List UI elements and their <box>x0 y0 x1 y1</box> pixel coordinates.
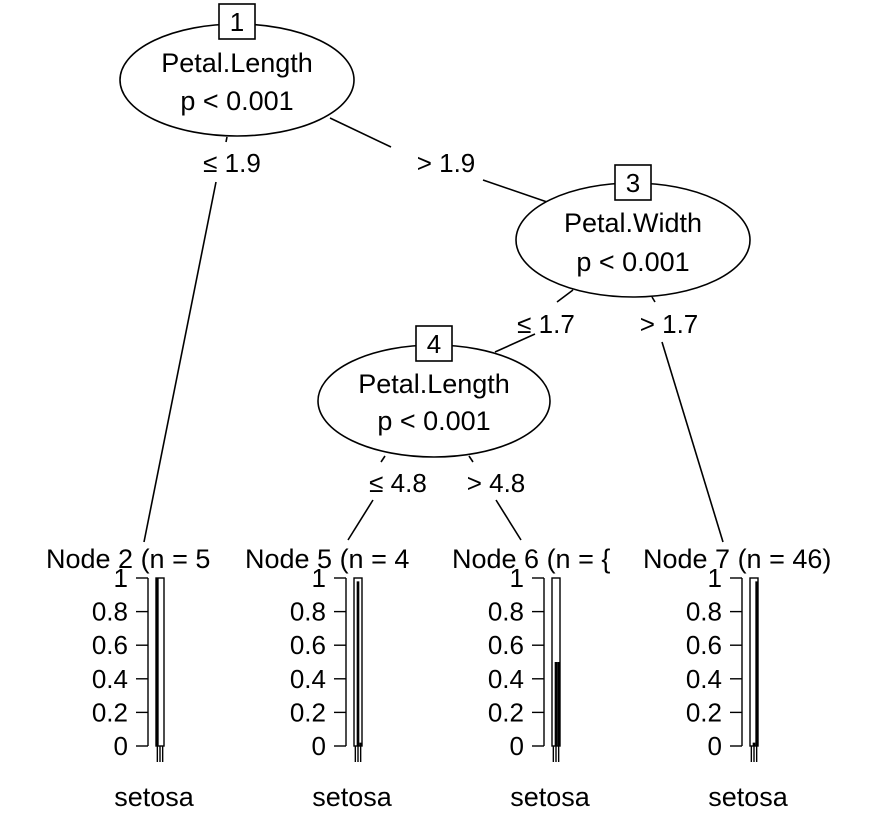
class-label: setosa <box>510 782 591 812</box>
edges <box>143 117 724 543</box>
edge-3-4-lower <box>494 333 536 353</box>
edge-labels: ≤ 1.9 > 1.9 ≤ 1.7 > 1.7 ≤ 4.8 > 4.8 <box>203 148 698 498</box>
terminal-node-title-5: Node 5 (n = 4 <box>245 544 409 574</box>
node-id-box <box>415 325 453 362</box>
y-tick-label: 0 <box>312 731 326 761</box>
edge-4-6-lower <box>495 499 522 541</box>
class-label: setosa <box>114 782 195 812</box>
class-bar <box>554 662 558 746</box>
class-bar <box>156 578 159 746</box>
edge-4-5-upper <box>380 455 386 463</box>
y-tick-label: 0.2 <box>686 697 722 727</box>
edge-label-3-7: > 1.7 <box>640 309 699 339</box>
y-tick-label: 0.6 <box>488 630 524 660</box>
terminal-panels: 00.20.40.60.81setosa00.20.40.60.81setosa… <box>92 563 789 812</box>
terminal-node-title-2: Node 2 (n = 5 <box>46 544 210 574</box>
node-ellipse <box>119 23 355 137</box>
terminal-node-title-7: Node 7 (n = 46) <box>643 544 831 574</box>
edge-3-7-lower <box>661 341 724 543</box>
class-label: setosa <box>708 782 789 812</box>
class-bar <box>356 581 360 746</box>
class-bar <box>755 581 758 746</box>
y-tick-label: 1 <box>510 563 524 593</box>
node-id-label: 4 <box>427 329 441 359</box>
node-variable-label: Petal.Length <box>358 369 510 399</box>
class-bar <box>557 662 560 746</box>
terminal-panel-2: 0 0.20.4 0.60.8 1 setosa <box>92 563 195 812</box>
node-id-box <box>218 3 256 40</box>
edge-1-3-upper <box>329 117 392 148</box>
inner-node-3: 3 Petal.Width p < 0.001 <box>515 164 751 298</box>
y-tick-label: 0.4 <box>92 664 128 694</box>
terminal-titles: Node 2 (n = 5 Node 5 (n = 4 Node 6 (n = … <box>46 544 831 574</box>
y-tick-label: 0.4 <box>488 664 524 694</box>
edge-3-7-upper <box>651 296 656 303</box>
y-tick-label: 0.6 <box>686 630 722 660</box>
class-bar <box>752 742 756 746</box>
class-label: setosa <box>312 782 393 812</box>
terminal-node-title-6: Node 6 (n = { <box>452 544 610 574</box>
edge-1-3-lower <box>482 179 551 204</box>
y-tick-label: 0.8 <box>686 597 722 627</box>
node-pvalue-label: p < 0.001 <box>377 406 490 436</box>
terminal-panel-6: 0 0.20.4 0.60.8 1 setosa <box>488 563 591 812</box>
y-tick-label: 0.2 <box>92 697 128 727</box>
edge-1-2-lower <box>143 181 217 543</box>
y-tick-label: 0.8 <box>92 597 128 627</box>
y-tick-label: 0.4 <box>290 664 326 694</box>
node-variable-label: Petal.Width <box>564 208 702 238</box>
terminal-panel-7: 0 0.20.4 0.60.8 1 setosa <box>686 563 789 812</box>
terminal-panel-5: 0 0.20.4 0.60.8 1 setosa <box>290 563 393 812</box>
y-tick-label: 0.4 <box>686 664 722 694</box>
node-id-box <box>614 164 652 201</box>
edge-label-3-4: ≤ 1.7 <box>517 309 575 339</box>
y-tick-label: 1 <box>114 563 128 593</box>
edge-label-4-5: ≤ 4.8 <box>369 468 427 498</box>
edge-4-6-upper <box>468 455 474 463</box>
edge-label-1-2: ≤ 1.9 <box>203 148 261 178</box>
y-tick-label: 1 <box>312 563 326 593</box>
y-tick-label: 0.6 <box>290 630 326 660</box>
node-pvalue-label: p < 0.001 <box>576 247 689 277</box>
y-tick-label: 0.2 <box>290 697 326 727</box>
y-tick-label: 0 <box>510 731 524 761</box>
edge-label-4-6: > 4.8 <box>467 468 526 498</box>
y-tick-label: 1 <box>708 563 722 593</box>
inner-node-1: 1 Petal.Length p < 0.001 <box>119 3 355 137</box>
class-bar <box>359 742 362 746</box>
y-tick-label: 0.8 <box>488 597 524 627</box>
inner-node-4: 4 Petal.Length p < 0.001 <box>317 325 551 458</box>
y-tick-label: 0 <box>114 731 128 761</box>
edge-1-2-upper <box>225 136 228 143</box>
y-tick-label: 0.2 <box>488 697 524 727</box>
node-pvalue-label: p < 0.001 <box>180 86 293 116</box>
y-tick-label: 0 <box>708 731 722 761</box>
edge-4-5-lower <box>347 499 374 541</box>
node-variable-label: Petal.Length <box>161 48 313 78</box>
edge-3-4-upper <box>556 289 574 303</box>
y-tick-label: 0.8 <box>290 597 326 627</box>
node-id-label: 1 <box>230 7 244 37</box>
edge-label-1-3: > 1.9 <box>417 148 476 178</box>
y-tick-label: 0.6 <box>92 630 128 660</box>
node-id-label: 3 <box>626 168 640 198</box>
